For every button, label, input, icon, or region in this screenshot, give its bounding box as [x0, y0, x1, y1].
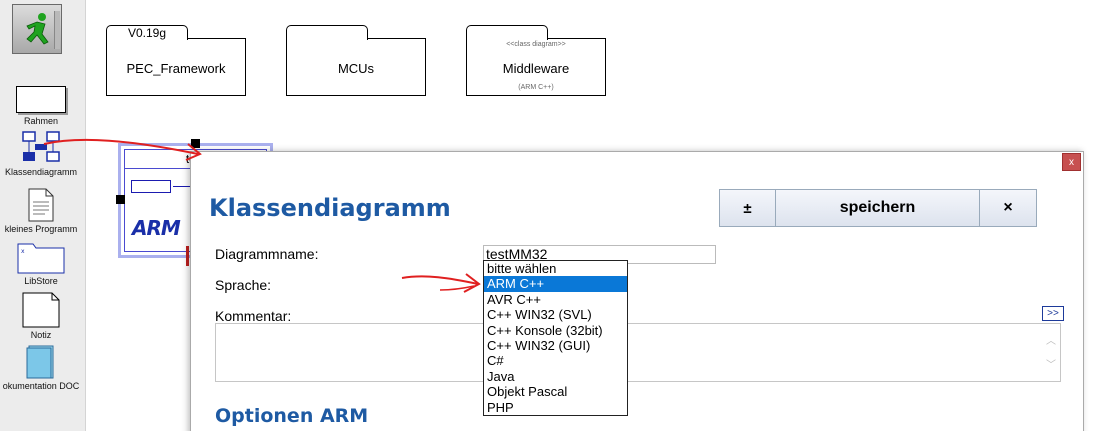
resize-handle-red	[186, 246, 189, 266]
section-title-options: Optionen ARM	[215, 405, 369, 427]
tool-libstore[interactable]: x LibStore	[0, 240, 82, 286]
dropdown-option[interactable]: C++ WIN32 (SVL)	[487, 307, 592, 323]
tool-rahmen[interactable]: Rahmen	[0, 86, 82, 126]
tool-label: Notiz	[30, 330, 52, 340]
dropdown-option[interactable]: Objekt Pascal	[487, 384, 568, 400]
dropdown-option[interactable]: Java	[487, 368, 515, 384]
note-icon	[22, 292, 60, 328]
frame-icon	[16, 86, 66, 113]
diagram-name-label: Diagrammname:	[215, 246, 319, 262]
package-name: MCUs	[337, 61, 375, 76]
language-label: Sprache:	[215, 277, 272, 293]
dropdown-option[interactable]: C++ Konsole (32bit)	[487, 322, 603, 338]
tool-notiz[interactable]: Notiz	[0, 292, 82, 340]
tool-dokumentation-doc[interactable]: okumentation DOC	[0, 345, 82, 391]
package-tab: V0.19g	[106, 25, 188, 40]
document-icon	[28, 188, 54, 222]
folder-icon: x	[17, 243, 65, 274]
tool-label: kleines Programm	[4, 224, 78, 234]
tool-label: LibStore	[24, 276, 58, 286]
dialog-close-button[interactable]: x	[1062, 153, 1081, 171]
tool-label: okumentation DOC	[2, 381, 80, 391]
comment-textarea[interactable]: ︿ ﹀	[215, 323, 1061, 382]
resize-handle[interactable]	[116, 195, 125, 204]
running-man-icon	[26, 13, 49, 45]
arm-logo: ARM	[132, 216, 181, 240]
run-button[interactable]	[12, 4, 62, 54]
tool-klassendiagramm[interactable]: Klassendiagramm	[0, 130, 82, 177]
dropdown-option[interactable]: C#	[487, 353, 504, 369]
tool-label: Rahmen	[23, 116, 59, 126]
package-name: PEC_Framework	[126, 61, 226, 76]
mini-class-shape	[131, 180, 171, 193]
resize-handle[interactable]	[191, 139, 200, 148]
package-tab	[286, 25, 368, 40]
dropdown-option[interactable]: PHP	[487, 399, 514, 415]
cancel-button[interactable]: ×	[1003, 199, 1013, 216]
dropdown-option[interactable]: C++ WIN32 (GUI)	[487, 337, 591, 353]
tool-label: Klassendiagramm	[4, 167, 78, 177]
comment-scrollbar[interactable]: ︿ ﹀	[1044, 330, 1058, 378]
expand-button[interactable]: >>	[1042, 306, 1064, 321]
comment-label: Kommentar:	[215, 308, 292, 324]
package-stereotype: <<class diagram>>	[506, 41, 566, 48]
mini-arrow-icon	[173, 186, 197, 187]
dropdown-option-selected[interactable]: ARM C++	[484, 276, 627, 292]
scroll-up-icon[interactable]: ︿	[1046, 336, 1056, 347]
tool-kleines-programm[interactable]: kleines Programm	[0, 188, 82, 234]
package-pec-framework[interactable]: V0.19g PEC_Framework	[106, 25, 246, 96]
doc-folder-icon	[26, 345, 54, 379]
scroll-down-icon[interactable]: ﹀	[1046, 360, 1056, 371]
dialog-button-group: ± speichern ×	[719, 189, 1037, 227]
language-dropdown-list[interactable]: bitte wählen ARM C++ AVR C++ C++ WIN32 (…	[483, 260, 628, 416]
package-name: Middleware	[502, 61, 570, 76]
toggle-button[interactable]: ±	[720, 190, 776, 226]
class-diagram-dialog: x Klassendiagramm ± speichern × Diagramm…	[190, 151, 1084, 431]
dropdown-option[interactable]: bitte wählen	[487, 261, 557, 276]
package-subtitle: (ARM C++)	[518, 84, 554, 91]
dropdown-option[interactable]: AVR C++	[487, 291, 541, 307]
save-button[interactable]: speichern	[776, 190, 980, 226]
package-tab	[466, 25, 548, 40]
class-diagram-icon	[22, 131, 60, 162]
svg-text:x: x	[21, 248, 25, 255]
package-middleware[interactable]: <<class diagram>> Middleware (ARM C++)	[466, 25, 606, 96]
tool-palette: Rahmen Klassendiagramm kleines Programm	[0, 0, 86, 431]
package-mcus[interactable]: MCUs	[286, 25, 426, 96]
run-button-arrow[interactable]	[54, 11, 60, 49]
dialog-title: Klassendiagramm	[209, 194, 451, 222]
